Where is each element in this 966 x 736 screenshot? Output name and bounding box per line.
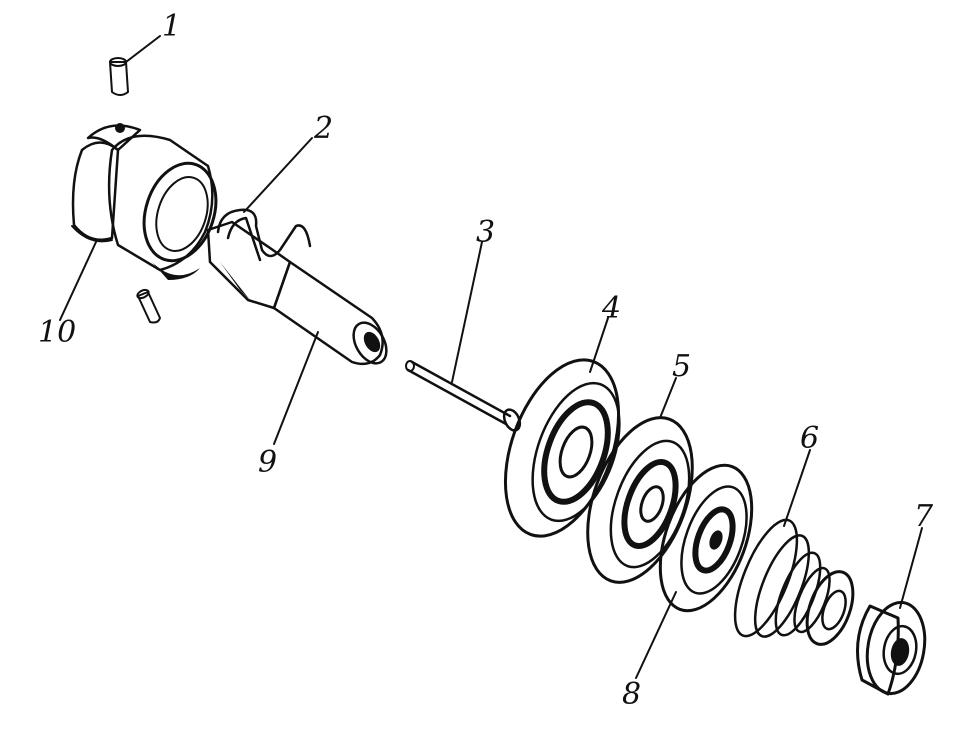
label-part-7: 7 [914,499,934,534]
wire-clip-2 [216,208,312,262]
rod-3 [405,360,522,432]
label-part-2: 2 [313,111,333,146]
leader-9 [273,331,319,445]
label-part-5: 5 [672,349,691,384]
label-part-10: 10 [38,315,76,350]
nut-7 [856,600,927,696]
leader-2 [243,137,313,213]
pin-lower [136,288,161,324]
leader-5 [659,377,677,419]
disc-4 [503,358,621,538]
disc-5 [586,416,694,584]
label-part-3: 3 [476,215,495,250]
leader-lines [59,35,923,679]
label-part-6: 6 [800,421,819,456]
pin-1 [109,57,129,96]
shaft-9 [206,220,388,366]
leader-8 [635,591,677,679]
label-part-4: 4 [601,291,621,326]
leader-10 [59,241,97,321]
label-part-9: 9 [258,445,277,480]
disc-8 [658,463,754,613]
label-part-8: 8 [622,677,641,712]
label-part-1: 1 [162,9,181,44]
leader-6 [783,449,811,527]
leader-3 [451,241,483,383]
leader-1 [125,35,161,63]
washer [805,570,855,646]
housing-10 [71,123,218,280]
part-labels: 1 2 3 4 5 6 7 8 9 10 [38,9,934,712]
spring-6 [733,518,831,638]
leader-4 [589,317,609,373]
leader-7 [899,527,923,609]
